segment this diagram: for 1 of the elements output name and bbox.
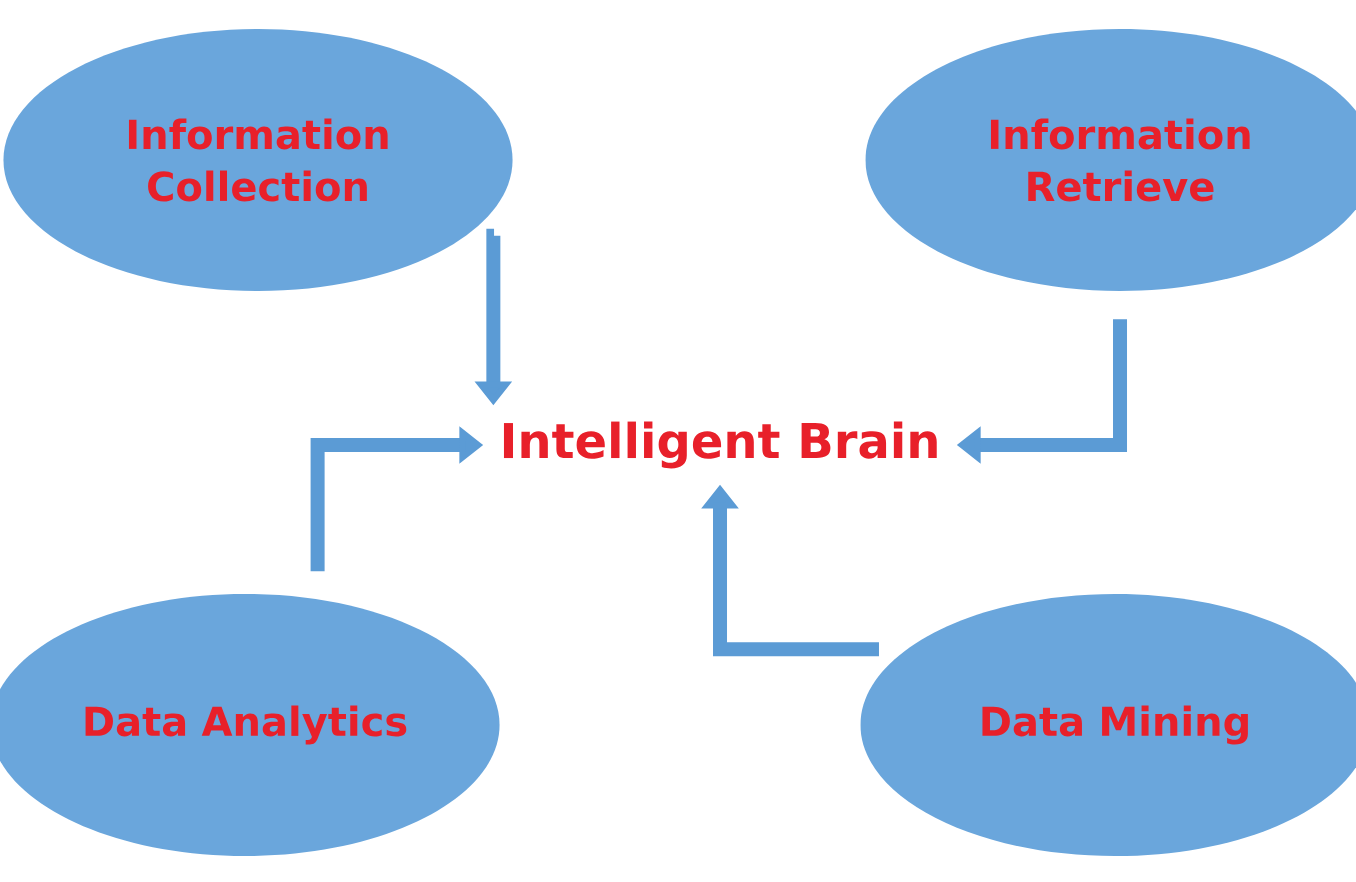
center-label: Intelligent Brain [503,421,937,469]
